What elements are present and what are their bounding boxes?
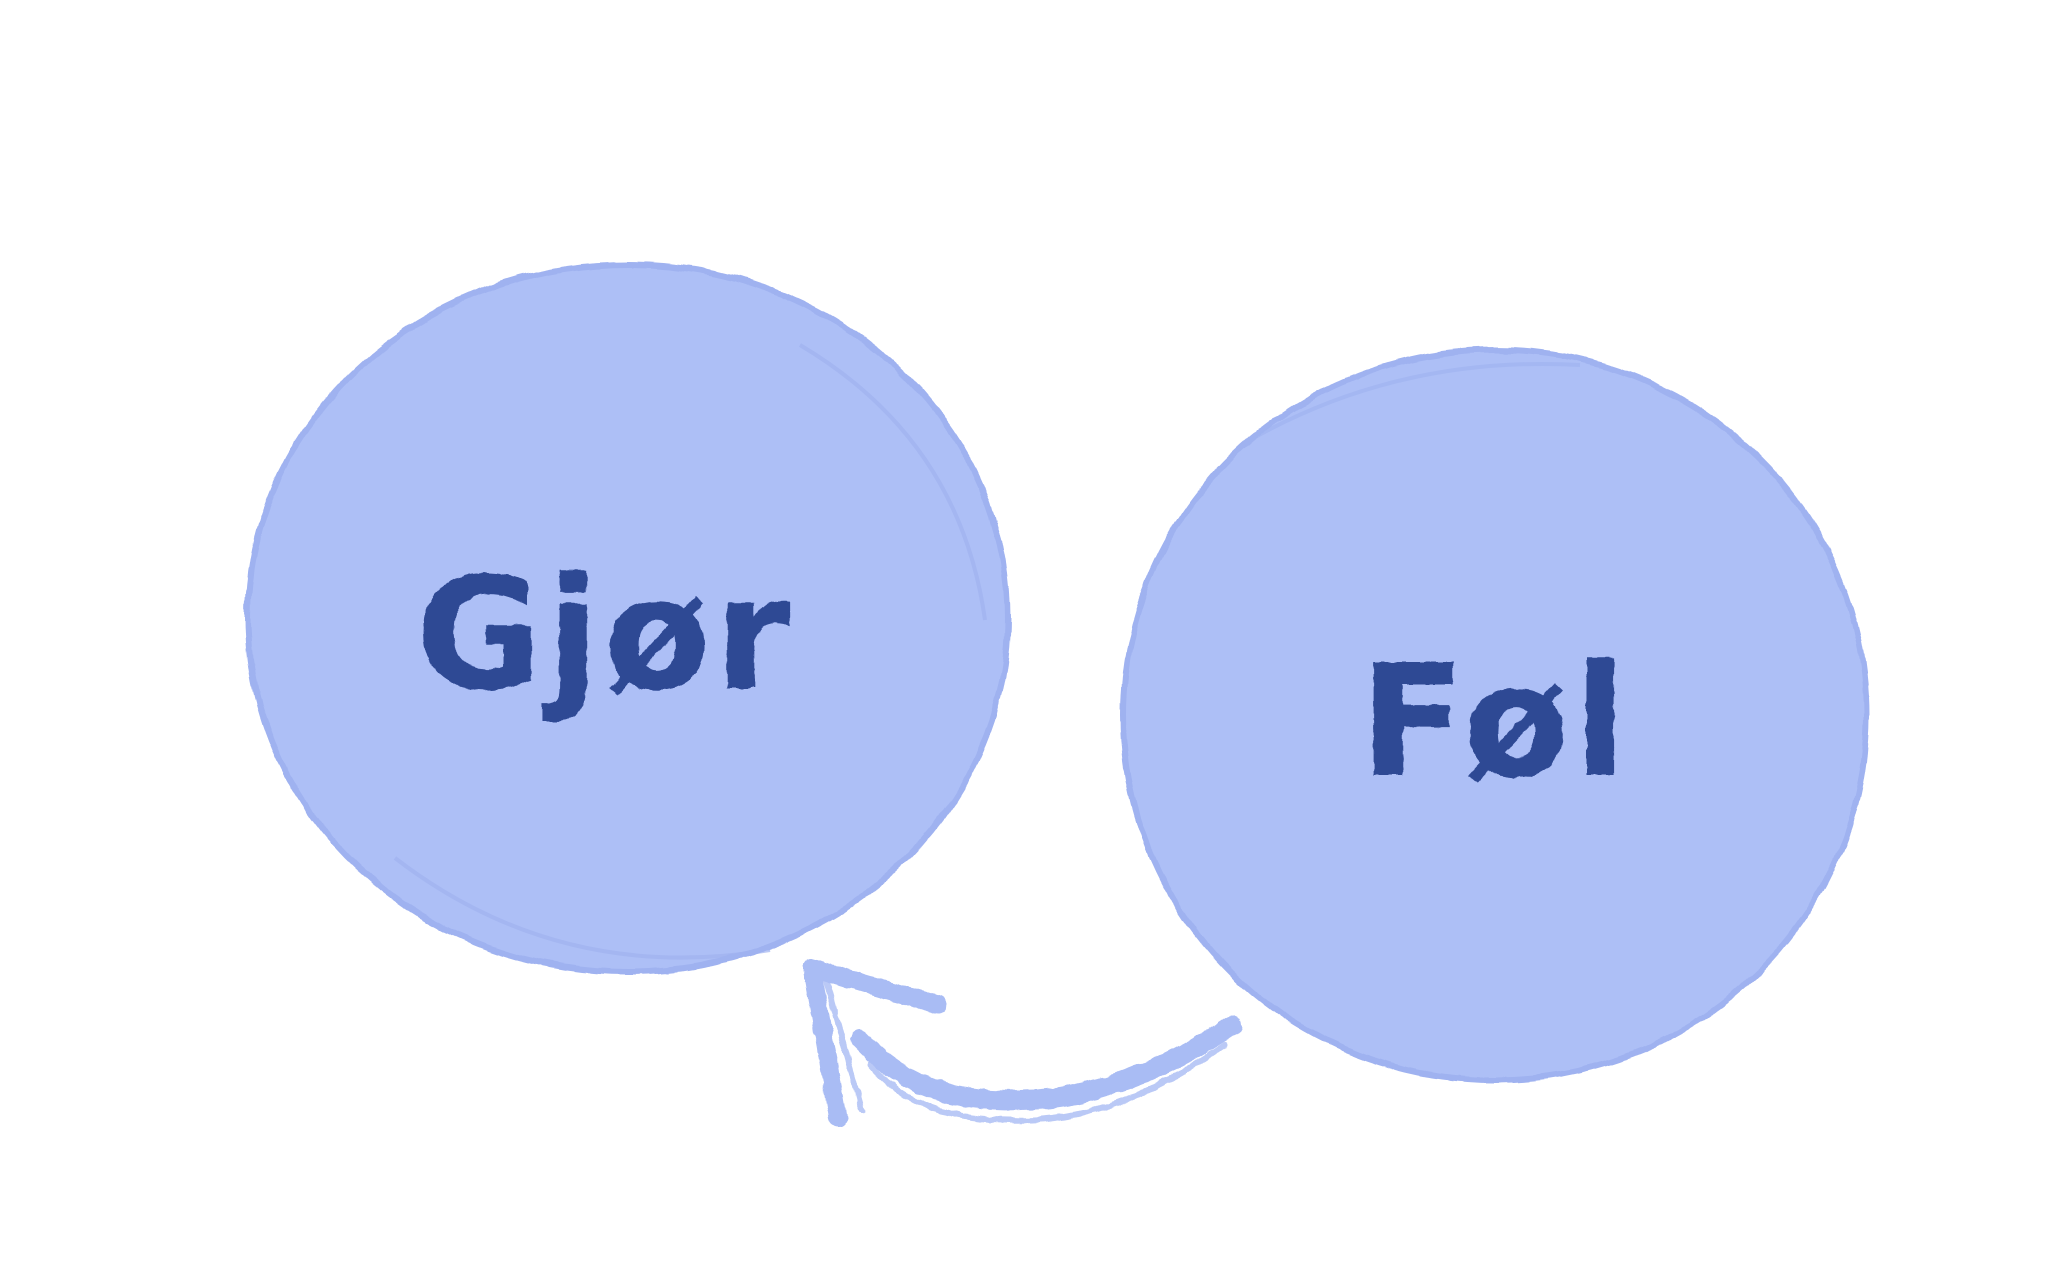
node-gjor-label: Gjør bbox=[415, 544, 794, 725]
node-gjor-brush-stroke bbox=[393, 856, 771, 960]
edge-fol-to-gjor bbox=[803, 959, 1242, 1127]
arrowhead-lower-shadow bbox=[823, 977, 865, 1113]
node-fol: Føl bbox=[1120, 347, 1870, 1083]
node-gjor: Gjør bbox=[245, 261, 1011, 975]
node-gjor-brush-stroke bbox=[798, 343, 987, 621]
node-gjor-circle bbox=[245, 261, 1011, 975]
node-fol-circle bbox=[1120, 347, 1870, 1083]
arrow-shaft-shadow bbox=[867, 1042, 1228, 1124]
node-fol-label: Føl bbox=[1359, 631, 1630, 812]
arrowhead-upper bbox=[803, 959, 947, 1014]
arrow-shaft bbox=[850, 1015, 1242, 1111]
arrowhead-lower bbox=[803, 959, 847, 1127]
node-fol-brush-stroke bbox=[1249, 361, 1581, 442]
